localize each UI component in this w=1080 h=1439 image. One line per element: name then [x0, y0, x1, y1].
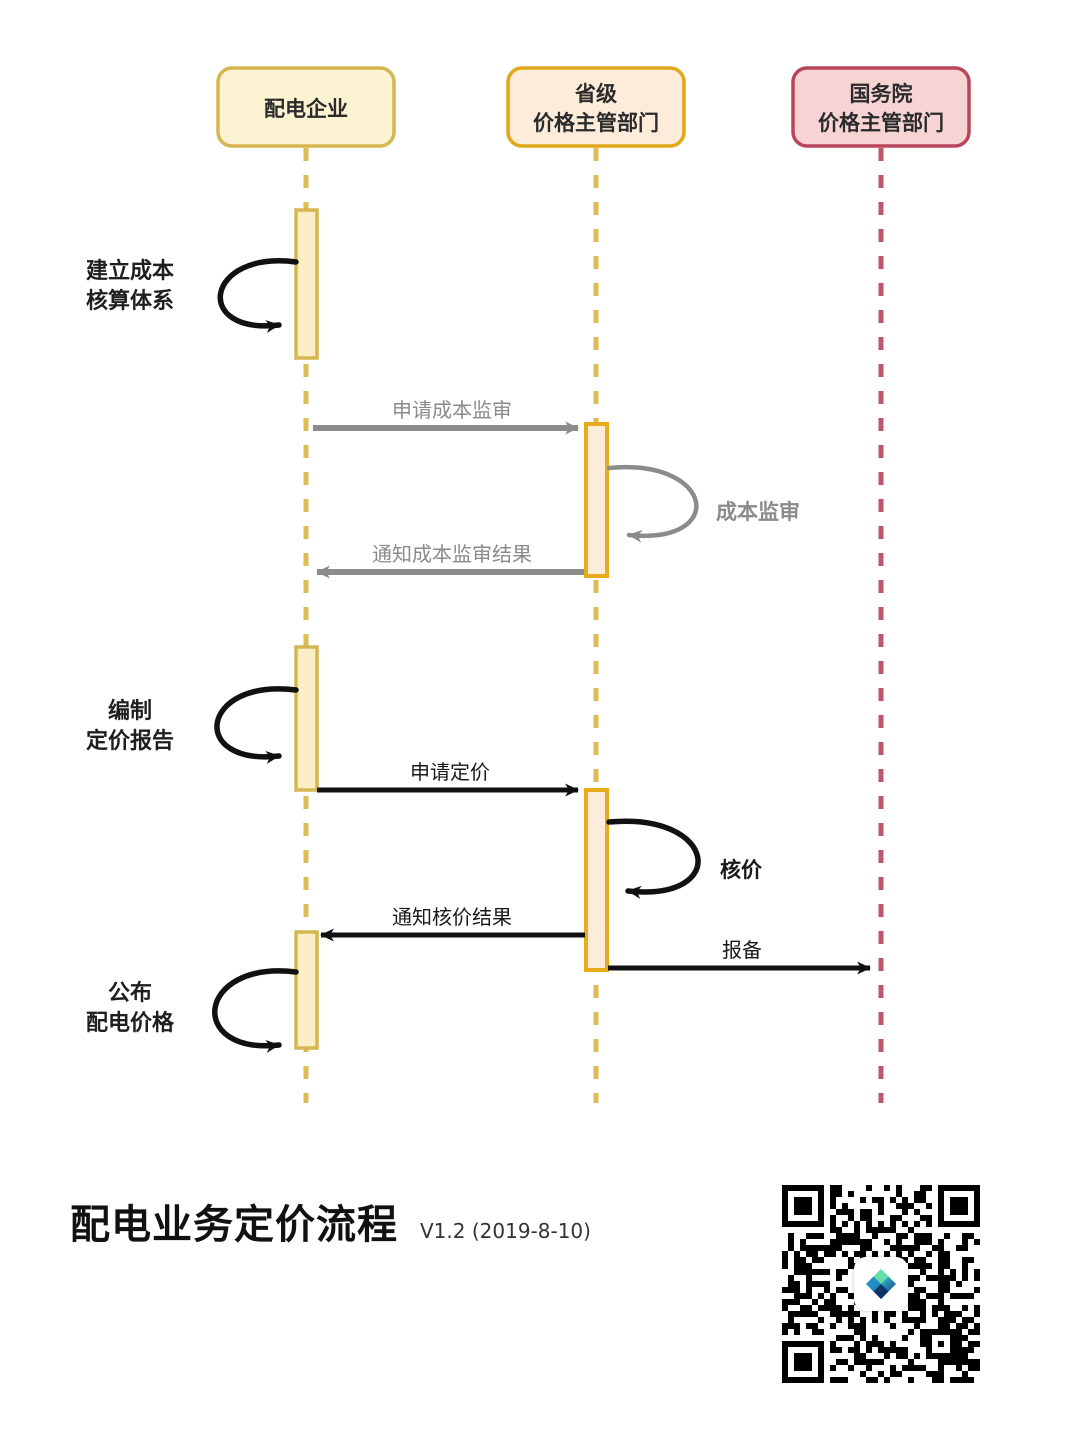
participant-p1[interactable]: 配电企业 [216, 66, 396, 148]
self-message-label-1-line2: 核算体系 [86, 288, 174, 314]
self-loop-arc-3 [214, 686, 299, 764]
participant-label-p3-line2: 价格主管部门 [818, 111, 944, 135]
participant-label-p1: 配电企业 [264, 97, 348, 121]
page-title: 配电业务定价流程 [70, 1202, 398, 1248]
participant-box-p2[interactable] [506, 66, 686, 148]
message-apply-pricing[interactable]: 申请定价 [317, 760, 579, 797]
message-label-1: 申请成本监审 [392, 398, 512, 422]
self-loop-arc-5 [212, 968, 299, 1053]
participant-p2[interactable]: 省级 价格主管部门 [506, 66, 686, 148]
self-message-prepare-pricing-report[interactable]: 编制 定价报告 [86, 686, 299, 764]
activation-bar-p1-2 [294, 645, 319, 792]
qr-code[interactable] [782, 1185, 980, 1383]
message-label-2: 通知成本监审结果 [372, 542, 532, 566]
activation-bar-p1-3 [294, 930, 319, 1050]
participant-label-p3-line1: 国务院 [850, 82, 913, 106]
self-message-label-5-line1: 公布 [108, 980, 152, 1006]
message-notify-cost-supervision-result[interactable]: 通知成本监审结果 [316, 542, 584, 579]
version-label: V1.2 (2019-8-10) [420, 1219, 591, 1243]
self-message-cost-supervision[interactable]: 成本监审 [606, 464, 800, 543]
activation-bar-p2-2 [584, 788, 609, 972]
message-apply-cost-supervision[interactable]: 申请成本监审 [313, 398, 579, 435]
self-message-price-review[interactable]: 核价 [606, 818, 763, 899]
diamond-gem-icon [854, 1257, 908, 1311]
self-message-publish-distribution-price[interactable]: 公布 配电价格 [86, 968, 299, 1053]
activation-bar-p2-1 [584, 422, 609, 578]
self-message-label-1-line1: 建立成本 [86, 258, 174, 284]
activation-bar-p1-1 [294, 208, 319, 360]
self-message-label-2: 成本监审 [716, 500, 800, 524]
self-message-label-3-line1: 编制 [108, 698, 152, 724]
footer: 配电业务定价流程 V1.2 (2019-8-10) [0, 1160, 1080, 1439]
message-label-3: 申请定价 [410, 760, 490, 784]
self-message-label-3-line2: 定价报告 [86, 728, 174, 754]
message-file-for-record[interactable]: 报备 [608, 938, 871, 975]
participant-label-p2-line1: 省级 [574, 82, 617, 106]
participant-label-p2-line2: 价格主管部门 [533, 111, 659, 135]
message-label-4: 通知核价结果 [392, 905, 512, 929]
participant-p3[interactable]: 国务院 价格主管部门 [791, 66, 971, 148]
participant-box-p3[interactable] [791, 66, 971, 148]
self-loop-arc-4 [606, 818, 701, 899]
message-label-5: 报备 [722, 938, 762, 962]
self-message-label-5-line2: 配电价格 [86, 1010, 175, 1036]
self-message-label-4: 核价 [720, 858, 763, 882]
self-loop-arc-1 [217, 258, 299, 333]
message-notify-price-review-result[interactable]: 通知核价结果 [320, 905, 585, 942]
self-message-establish-cost-accounting[interactable]: 建立成本 核算体系 [86, 258, 299, 333]
participant-box-p1[interactable] [216, 66, 396, 148]
self-loop-arc-2 [606, 464, 699, 543]
title-block: 配电业务定价流程 V1.2 (2019-8-10) [70, 1192, 591, 1250]
activation-bars [294, 208, 609, 1050]
